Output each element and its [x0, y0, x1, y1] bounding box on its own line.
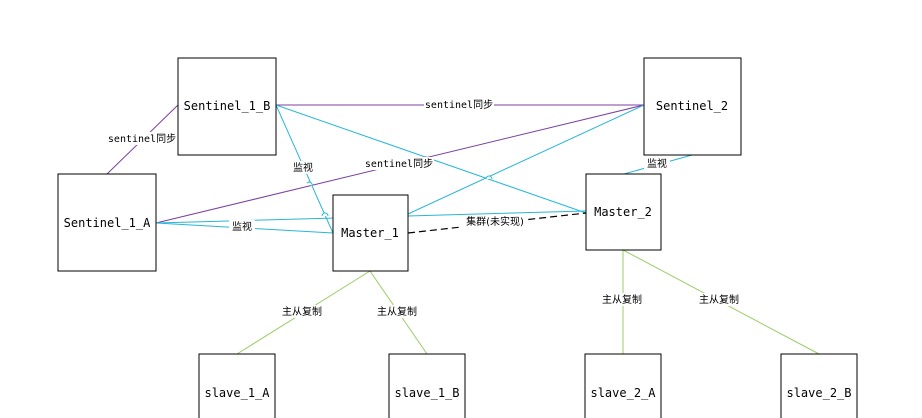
- node-slave-1-a[interactable]: slave_1_A: [198, 353, 276, 418]
- edge-label-sentinel-sync-left: sentinel同步: [108, 133, 176, 145]
- label-bg: [424, 98, 494, 111]
- edge-label-monitor-b: 监视: [293, 161, 313, 174]
- nodes: Sentinel_1_B Sentinel_2 Sentinel_1_A Mas…: [57, 57, 858, 418]
- edge-label-monitor-2: 监视: [647, 157, 667, 170]
- edge-sentinel-2-to-master-1: [407, 104, 645, 215]
- hop-4: [321, 212, 329, 217]
- label-bg: [696, 293, 742, 306]
- edge-label-replication-1b: 主从复制: [377, 305, 417, 318]
- node-slave-2-b[interactable]: slave_2_B: [780, 353, 858, 418]
- label-bg: [364, 157, 434, 170]
- node-sentinel-1-a[interactable]: Sentinel_1_A: [57, 173, 157, 272]
- node-label: Master_1: [341, 226, 399, 240]
- edge-label-replication-2a: 主从复制: [602, 293, 642, 306]
- node-sentinel-1-b[interactable]: Sentinel_1_B: [177, 57, 277, 156]
- hop-3: [485, 175, 493, 180]
- node-label: slave_1_B: [394, 386, 459, 400]
- label-bg: [644, 157, 670, 170]
- edge-label-monitor-a: 监视: [232, 220, 252, 233]
- edge-label-sentinel-sync-mid: sentinel同步: [365, 158, 433, 170]
- node-label: Sentinel_2: [656, 99, 728, 113]
- edge-labels: sentinel同步 sentinel同步 sentinel同步 监视 监视 监…: [107, 98, 742, 318]
- label-bg: [229, 220, 255, 233]
- edge-label-replication-1a: 主从复制: [282, 305, 322, 318]
- node-label: Sentinel_1_A: [64, 216, 151, 230]
- node-label: Master_2: [594, 205, 652, 219]
- edge-label-cluster: 集群(未实现): [466, 215, 524, 228]
- edge-label-replication-2b: 主从复制: [699, 293, 739, 306]
- node-sentinel-2[interactable]: Sentinel_2: [643, 57, 742, 156]
- node-label: slave_2_A: [590, 386, 656, 400]
- label-bg: [279, 305, 325, 318]
- node-master-2[interactable]: Master_2: [585, 173, 662, 251]
- node-label: Sentinel_1_B: [184, 99, 271, 113]
- node-slave-2-a[interactable]: slave_2_A: [584, 353, 662, 418]
- label-bg: [374, 305, 420, 318]
- edge-label-sentinel-sync-top: sentinel同步: [425, 99, 493, 111]
- label-bg: [599, 293, 645, 306]
- label-bg: [462, 215, 528, 228]
- node-label: slave_1_A: [204, 386, 270, 400]
- node-label: slave_2_B: [786, 386, 851, 400]
- hop-1: [306, 181, 313, 187]
- node-master-1[interactable]: Master_1: [332, 194, 409, 272]
- node-slave-1-b[interactable]: slave_1_B: [388, 353, 466, 418]
- label-bg: [107, 132, 177, 145]
- label-bg: [290, 161, 316, 174]
